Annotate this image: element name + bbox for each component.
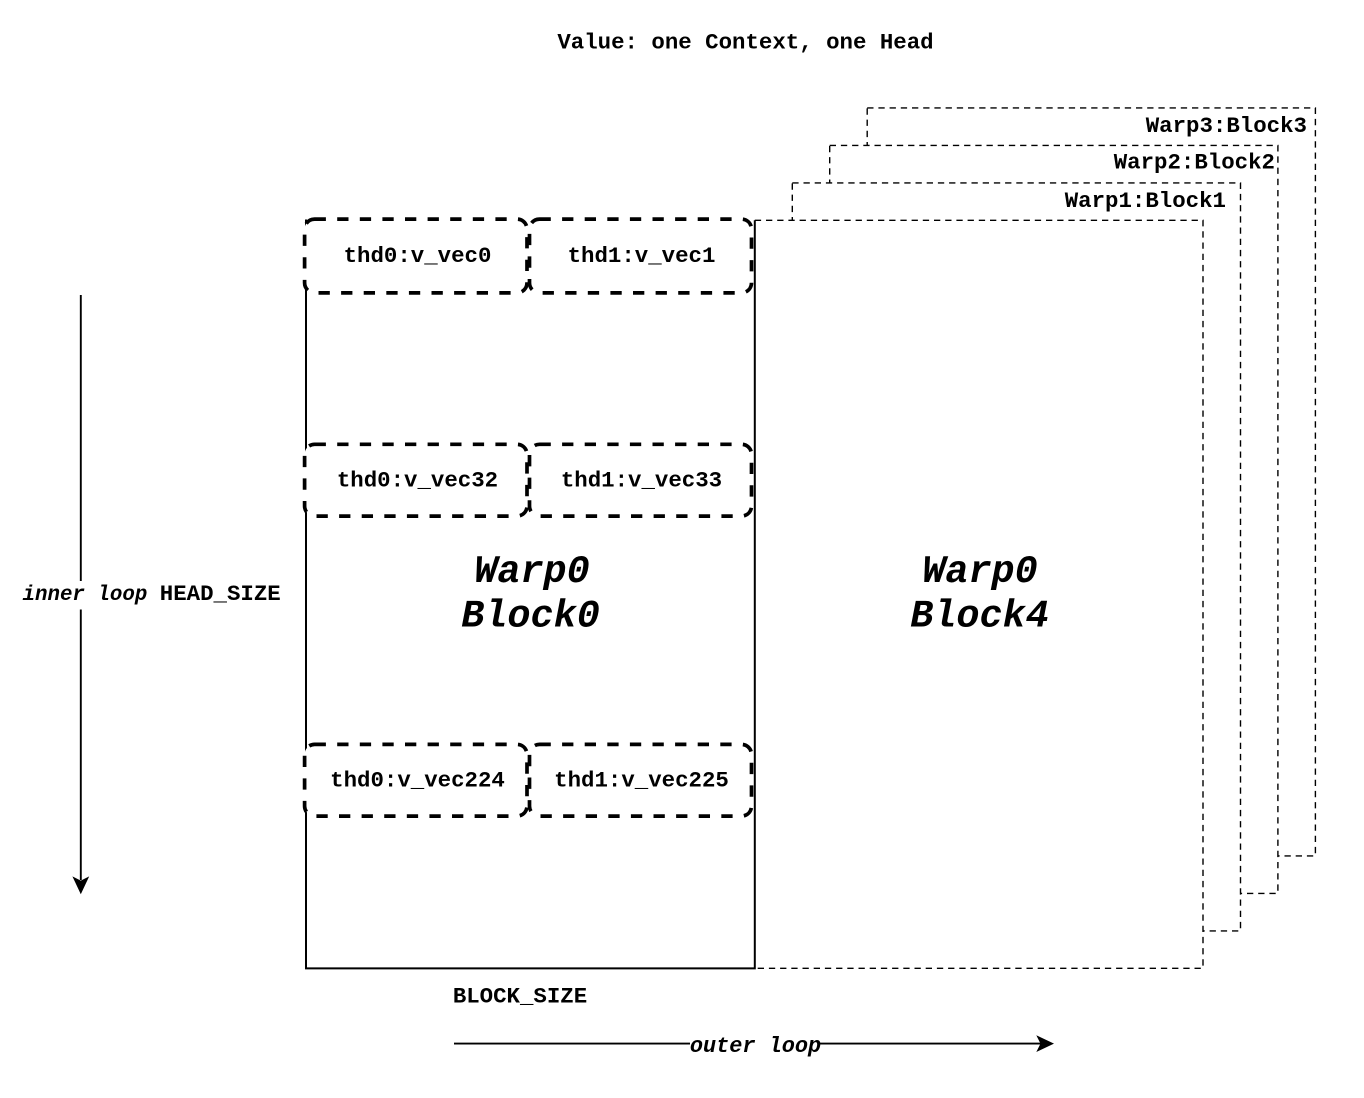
svg-text:thd0:v_vec224: thd0:v_vec224 xyxy=(330,768,505,794)
svg-text:Warp0: Warp0 xyxy=(922,550,1038,594)
svg-text:thd1:v_vec33: thd1:v_vec33 xyxy=(561,468,722,494)
svg-text:Block4: Block4 xyxy=(910,594,1049,638)
svg-text:thd0:v_vec32: thd0:v_vec32 xyxy=(337,468,498,494)
svg-text:outer loop: outer loop xyxy=(690,1034,821,1059)
svg-text:Warp1:Block1: Warp1:Block1 xyxy=(1065,188,1226,214)
svg-text:Warp2:Block2: Warp2:Block2 xyxy=(1114,150,1275,176)
svg-text:inner loop HEAD_SIZE: inner loop HEAD_SIZE xyxy=(23,581,281,607)
svg-text:Warp3:Block3: Warp3:Block3 xyxy=(1146,113,1307,139)
svg-text:thd1:v_vec1: thd1:v_vec1 xyxy=(568,243,716,269)
svg-text:thd0:v_vec0: thd0:v_vec0 xyxy=(344,243,492,269)
svg-text:BLOCK_SIZE: BLOCK_SIZE xyxy=(453,984,587,1010)
svg-text:Block0: Block0 xyxy=(461,594,600,638)
svg-text:Value: one Context, one Head: Value: one Context, one Head xyxy=(557,30,933,56)
svg-text:Warp0: Warp0 xyxy=(474,550,590,594)
svg-text:thd1:v_vec225: thd1:v_vec225 xyxy=(554,768,729,794)
